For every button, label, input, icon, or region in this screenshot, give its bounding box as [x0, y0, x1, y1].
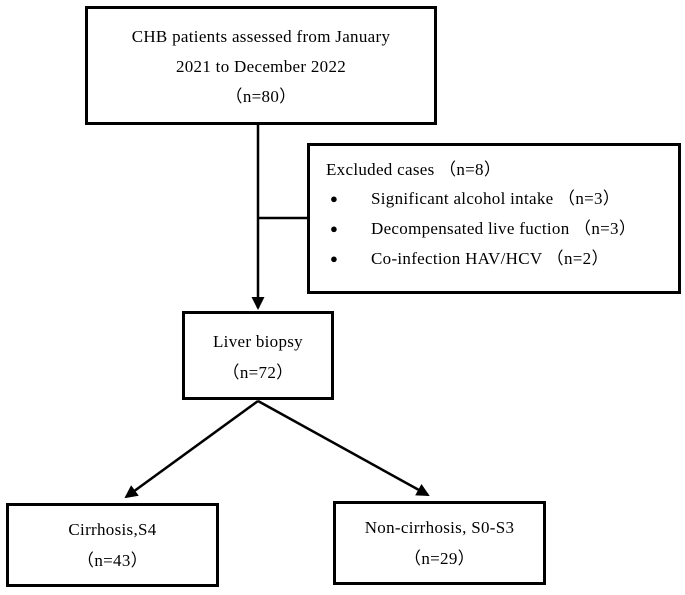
- liver-biopsy-count: （n=72）: [222, 363, 294, 382]
- cirrhosis-count: （n=43）: [77, 551, 148, 570]
- box-excluded-cases: Excluded cases （n=8） ● Significant alcoho…: [307, 143, 681, 294]
- cirrhosis-label: Cirrhosis,S4: [68, 520, 157, 539]
- chb-patients-line2: 2021 to December 2022: [175, 57, 347, 76]
- bullet-icon: ●: [330, 251, 339, 266]
- box-non-cirrhosis: Non-cirrhosis, S0-S3 （n=29）: [333, 501, 546, 585]
- bullet-icon: ●: [330, 191, 339, 206]
- excluded-item-alcohol-label: Significant alcohol intake （n=3）: [371, 189, 621, 208]
- bullet-icon: ●: [330, 221, 339, 236]
- box-chb-patients: CHB patients assessed from January 2021 …: [85, 6, 437, 125]
- chb-patients-line1: CHB patients assessed from January: [131, 27, 391, 46]
- excluded-item-coinfection: ● Co-infection HAV/HCV （n=2）: [330, 244, 674, 274]
- connector-biopsy-to-cirrhosis: [124, 399, 259, 499]
- excluded-item-decompensated-label: Decompensated live fuction （n=3）: [371, 219, 637, 238]
- non-cirrhosis-label: Non-cirrhosis, S0-S3: [364, 518, 515, 537]
- liver-biopsy-label: Liver biopsy: [212, 332, 303, 351]
- excluded-item-decompensated: ● Decompensated live fuction （n=3）: [330, 214, 674, 244]
- excluded-item-coinfection-label: Co-infection HAV/HCV （n=2）: [371, 249, 609, 268]
- chb-patients-count: （n=80）: [225, 87, 297, 106]
- connector-biopsy-to-noncirrhosis: [257, 399, 430, 497]
- excluded-item-alcohol: ● Significant alcohol intake （n=3）: [330, 184, 674, 214]
- non-cirrhosis-count: （n=29）: [404, 549, 475, 568]
- box-liver-biopsy: Liver biopsy （n=72）: [182, 311, 334, 400]
- excluded-cases-title: Excluded cases （n=8）: [326, 160, 502, 179]
- box-cirrhosis: Cirrhosis,S4 （n=43）: [6, 503, 219, 587]
